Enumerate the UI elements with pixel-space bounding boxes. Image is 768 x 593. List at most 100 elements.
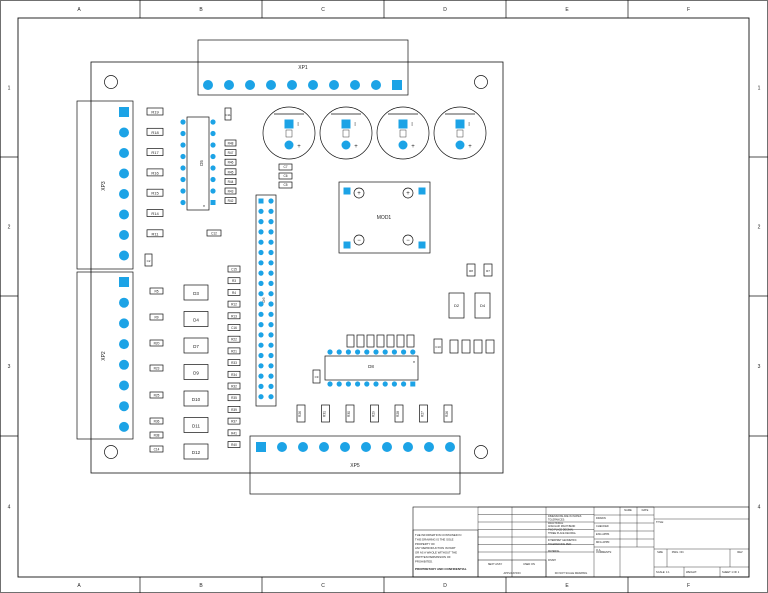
part-label: R13 bbox=[231, 314, 237, 318]
header-d6-pin bbox=[268, 291, 274, 297]
ic-d5-pin bbox=[210, 119, 216, 125]
proprietary-label: PROPRIETARY AND CONFIDENTIAL bbox=[415, 567, 467, 571]
part-label: R38 bbox=[154, 434, 160, 438]
part-row-r5 bbox=[386, 334, 395, 348]
part-r35 bbox=[227, 394, 241, 402]
resistor-label: R17 bbox=[151, 150, 159, 155]
xp3-label: XP3 bbox=[101, 181, 107, 191]
ic-d5-pin bbox=[210, 153, 216, 160]
xp5-pin bbox=[382, 442, 392, 452]
ic-d8-pin bbox=[345, 381, 351, 387]
size-label: SIZE bbox=[657, 550, 663, 554]
mod1-terminal-ring bbox=[402, 187, 414, 199]
cap-pad-round bbox=[341, 140, 351, 150]
diode-d2-body bbox=[448, 292, 465, 319]
xp2-label: XP2 bbox=[101, 351, 107, 361]
notice-line: PROPERTY OF bbox=[415, 542, 435, 546]
frame-row-label-left: 3 bbox=[8, 364, 11, 370]
ic-d8-pin bbox=[391, 349, 397, 355]
part-r41 bbox=[227, 429, 241, 437]
header-d6-pin bbox=[258, 332, 264, 338]
ic-d8-pin bbox=[391, 381, 397, 387]
cap-pad-round bbox=[455, 140, 465, 150]
frame-col-label-bottom: E bbox=[565, 583, 569, 589]
part-label: R9 bbox=[154, 316, 158, 320]
next-assy-label: NEXT ASSY bbox=[488, 562, 503, 566]
xp3-pin bbox=[119, 230, 129, 240]
xp1-pin bbox=[371, 80, 381, 90]
mod1-terminal-ring bbox=[353, 234, 365, 246]
part-row-r7 bbox=[406, 334, 415, 348]
led-d3-body bbox=[183, 284, 209, 301]
part-r32 bbox=[227, 382, 241, 390]
xp5-pin bbox=[298, 442, 308, 452]
pcb-board: XP1XP5XP3XP2R19R18R17R16R15R14R11D5*R48R… bbox=[76, 39, 504, 495]
mounting-hole bbox=[474, 445, 488, 459]
ic-d8-pin bbox=[373, 349, 379, 355]
xp1-pin bbox=[308, 80, 318, 90]
notice-line: THE INFORMATION CONTAINED IN bbox=[415, 533, 461, 537]
xp3-pin bbox=[119, 209, 129, 220]
part-label: R47 bbox=[228, 151, 234, 155]
part-r5 bbox=[149, 287, 164, 295]
part-label: R28 bbox=[396, 411, 400, 417]
header-d6-pin bbox=[268, 208, 274, 214]
tolerance-line: TWO PLACE DECIMAL bbox=[548, 529, 574, 532]
part-r38 bbox=[149, 431, 164, 439]
ic-d8-pin-1 bbox=[410, 381, 416, 387]
part-r37 bbox=[227, 417, 241, 425]
part-label: C10 bbox=[435, 345, 441, 349]
cap-pad-square bbox=[341, 119, 351, 129]
header-d6-pin bbox=[268, 249, 274, 256]
cap-plus-mark: + bbox=[354, 144, 358, 150]
ic-d5-pin bbox=[210, 188, 216, 194]
mounting-hole bbox=[104, 75, 118, 89]
frame-col-label-top: F bbox=[687, 7, 690, 13]
part-c10 bbox=[433, 338, 443, 354]
xp3-pin bbox=[119, 168, 129, 179]
header-d6-pin bbox=[258, 322, 264, 328]
part-r23 bbox=[149, 364, 164, 372]
part-r8 bbox=[466, 263, 476, 277]
ic-d8-pin bbox=[410, 349, 416, 355]
part-label: R3 bbox=[232, 279, 236, 283]
frame-row-label-left: 4 bbox=[8, 505, 11, 511]
cap-c1-outline bbox=[262, 106, 316, 160]
title-label: TITLE: bbox=[656, 520, 664, 524]
frame-col-label-top: E bbox=[565, 7, 569, 13]
application-label: APPLICATION bbox=[504, 571, 521, 575]
inner-border bbox=[17, 17, 750, 578]
pin1-marker: * bbox=[203, 205, 205, 211]
cap-c3-outline bbox=[376, 106, 430, 160]
part-label: R34 bbox=[231, 373, 237, 377]
header-d6-pin bbox=[268, 239, 274, 245]
xp2-pin bbox=[119, 359, 129, 370]
tolerance-line: TOLERANCES: bbox=[548, 518, 565, 521]
ic-d5-pin bbox=[210, 165, 216, 171]
approval-row-label: CHECKED bbox=[596, 524, 609, 528]
part-r47 bbox=[224, 149, 237, 156]
part-small-right bbox=[473, 339, 483, 354]
header-d6-pin bbox=[268, 219, 274, 225]
frame-col-label-top: B bbox=[199, 7, 203, 13]
ic-d8-pin bbox=[401, 349, 407, 355]
xp3-pin bbox=[119, 250, 129, 261]
module-mod1-body bbox=[338, 181, 431, 254]
header-d6-pin bbox=[268, 322, 274, 328]
frame-row-label-left: 2 bbox=[8, 225, 11, 231]
part-label: R30 bbox=[347, 411, 351, 417]
frame-row-label-right: 1 bbox=[758, 86, 761, 92]
part-r12 bbox=[227, 300, 241, 308]
cap-minus-mark: l bbox=[354, 122, 355, 128]
part-c16 bbox=[227, 324, 241, 331]
part-r40 bbox=[227, 441, 241, 448]
comments-label: COMMENTS: bbox=[596, 550, 612, 554]
part-label: R22 bbox=[231, 338, 237, 342]
part-row-r4 bbox=[376, 334, 385, 348]
part-c5 bbox=[278, 181, 293, 189]
ic-d5-pin bbox=[210, 130, 216, 137]
bottom-resistor bbox=[321, 404, 330, 423]
header-d6-pin bbox=[268, 198, 274, 204]
xp2-pin bbox=[119, 401, 129, 412]
used-on-label: USED ON bbox=[523, 562, 535, 566]
